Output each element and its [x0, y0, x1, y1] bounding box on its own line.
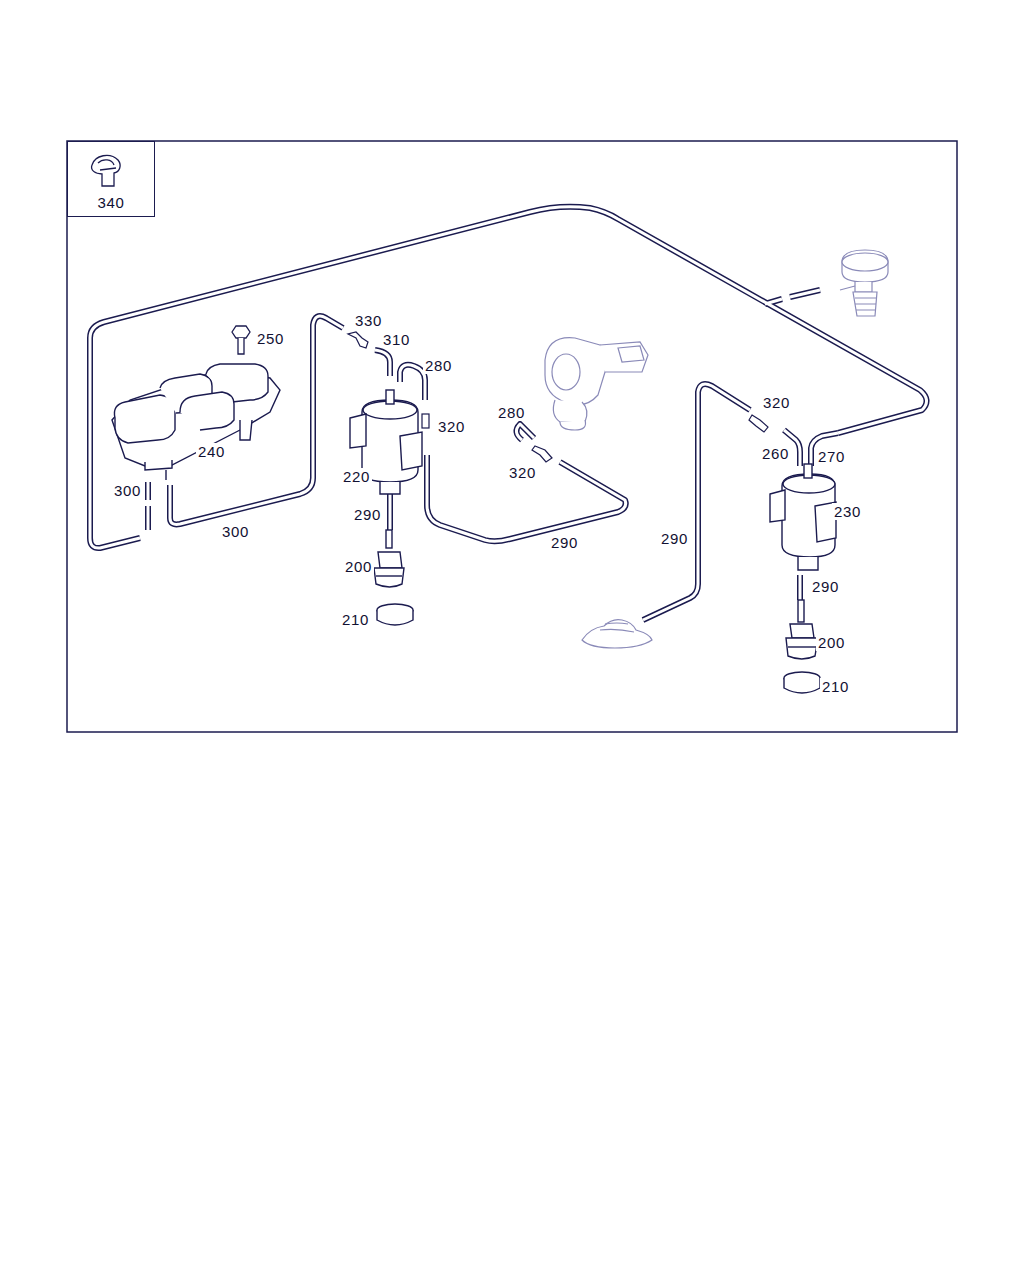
switch-valve	[350, 390, 836, 570]
hoses	[90, 207, 927, 620]
callout-number: 300	[112, 482, 143, 499]
callout-number: 290	[549, 534, 580, 551]
callout-number: 260	[760, 445, 791, 462]
callout-number: 340	[98, 195, 125, 210]
callout-number: 270	[816, 448, 847, 465]
figure-box: 340	[67, 141, 155, 217]
turbocharger	[545, 338, 648, 430]
vacuum-actuator	[582, 620, 652, 648]
screw	[232, 326, 250, 354]
callout-number: 210	[820, 678, 851, 695]
callout-number: 300	[220, 523, 251, 540]
check-valve	[374, 530, 820, 693]
callout-number: 290	[659, 530, 690, 547]
frame	[67, 141, 957, 732]
callout-number: 240	[196, 443, 227, 460]
callout-number: 200	[816, 634, 847, 651]
callout-number: 320	[436, 418, 467, 435]
clip-icon	[92, 155, 121, 186]
callout-number: 280	[423, 357, 454, 374]
callout-number: 220	[341, 468, 372, 485]
callout-number: 290	[810, 578, 841, 595]
callout-number: 310	[381, 331, 412, 348]
callout-number: 210	[340, 611, 371, 628]
callout-number: 320	[761, 394, 792, 411]
callout-number: 290	[352, 506, 383, 523]
callout-number: 330	[353, 312, 384, 329]
callout-number: 320	[507, 464, 538, 481]
vacuum-unit	[840, 250, 888, 316]
callout-number: 250	[255, 330, 286, 347]
callout-number: 200	[343, 558, 374, 575]
vacuum-reservoir	[112, 364, 280, 480]
callout-number: 280	[496, 404, 527, 421]
callout-number: 230	[832, 503, 863, 520]
